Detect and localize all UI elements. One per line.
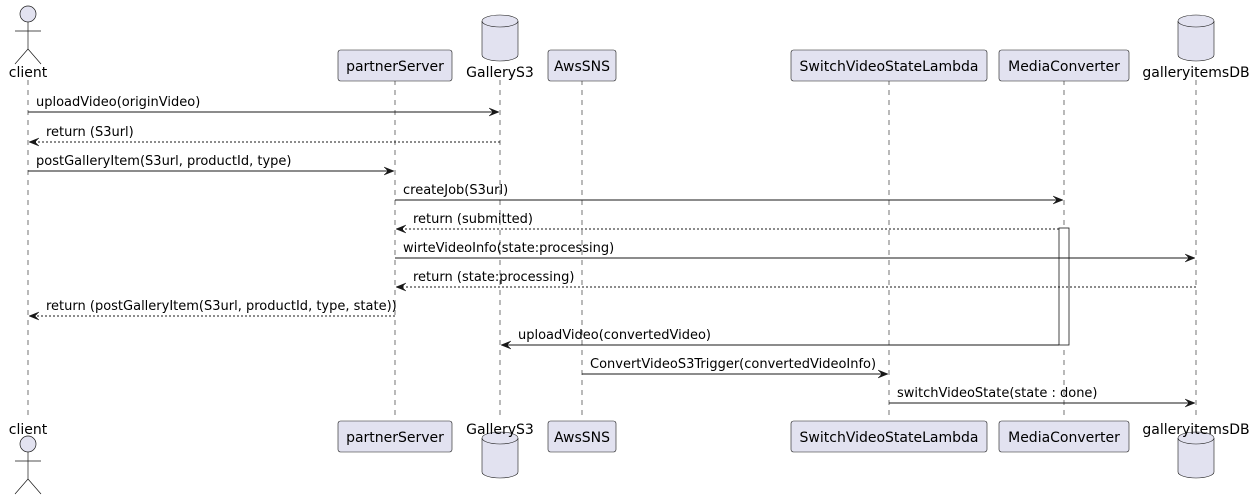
message-8: return (postGalleryItem(S3url, productId… (28, 299, 397, 321)
participant-label: MediaConverter (1008, 59, 1120, 75)
arrowhead-icon (383, 166, 395, 176)
participant-AwsSNS-bottom: AwsSNS (547, 420, 617, 453)
message-label: ConvertVideoS3Trigger(convertedVideoInfo… (590, 357, 876, 372)
participant-SwitchVideoStateLambda-top: SwitchVideoStateLambda (790, 49, 988, 82)
participant-client-top: client (9, 5, 48, 81)
message-7: return (state:processing) (395, 270, 1196, 292)
participant-label: GalleryS3 (466, 422, 534, 438)
message-label: return (S3url) (46, 125, 134, 140)
participant-label: MediaConverter (1008, 430, 1120, 446)
arrowhead-icon (1052, 195, 1064, 205)
participant-label: partnerServer (346, 59, 444, 75)
participant-label: client (9, 422, 48, 438)
participant-box (547, 49, 617, 82)
participant-label: partnerServer (346, 430, 444, 446)
arrowhead-icon (395, 282, 407, 292)
actor-body-icon (14, 452, 42, 495)
arrowhead-icon (1184, 398, 1196, 408)
message-2: return (S3url) (28, 125, 500, 147)
message-5: return (submitted) (395, 212, 1059, 234)
arrowhead-icon (28, 137, 40, 147)
actor-icon (19, 5, 37, 23)
participant-GalleryS3-bottom: GalleryS3 (466, 422, 534, 479)
arrowhead-icon (395, 224, 407, 234)
arrowhead-icon (500, 340, 512, 350)
participant-label: GalleryS3 (466, 65, 534, 81)
message-label: return (postGalleryItem(S3url, productId… (46, 299, 397, 314)
participant-box (337, 420, 453, 453)
participant-box (998, 420, 1130, 453)
arrowhead-icon (488, 107, 500, 117)
message-9: uploadVideo(convertedVideo) (500, 328, 1059, 350)
message-4: createJob(S3url) (395, 183, 1064, 205)
message-label: return (state:processing) (413, 270, 574, 285)
message-label: switchVideoState(state : done) (897, 386, 1098, 401)
database-rim-icon (481, 20, 519, 28)
database-rim-icon (1177, 437, 1215, 445)
message-label: return (submitted) (413, 212, 533, 227)
message-11: switchVideoState(state : done) (889, 386, 1196, 408)
participant-MediaConverter-top: MediaConverter (998, 49, 1130, 82)
participant-label: client (9, 65, 48, 81)
message-label: uploadVideo(originVideo) (36, 95, 200, 110)
actor-body-icon (14, 22, 42, 65)
message-1: uploadVideo(originVideo) (28, 95, 500, 117)
arrowhead-icon (28, 311, 40, 321)
message-label: createJob(S3url) (403, 183, 508, 198)
message-6: wirteVideoInfo(state:processing) (395, 241, 1196, 263)
participant-box (998, 49, 1130, 82)
participant-box (337, 49, 453, 82)
participant-label: SwitchVideoStateLambda (800, 59, 979, 75)
message-label: wirteVideoInfo(state:processing) (403, 241, 614, 256)
participant-label: SwitchVideoStateLambda (800, 430, 979, 446)
message-label: uploadVideo(convertedVideo) (518, 328, 711, 343)
participant-GalleryS3-top: GalleryS3 (466, 14, 534, 81)
message-10: ConvertVideoS3Trigger(convertedVideoInfo… (582, 357, 889, 379)
message-3: postGalleryItem(S3url, productId, type) (28, 154, 395, 176)
participant-AwsSNS-top: AwsSNS (547, 49, 617, 82)
participant-client-bottom: client (9, 422, 48, 495)
participant-label: AwsSNS (554, 59, 610, 75)
participant-label: galleryitemsDB (1142, 65, 1249, 81)
participant-label: galleryitemsDB (1142, 422, 1249, 438)
participant-galleryitemsDB-top: galleryitemsDB (1142, 14, 1250, 81)
actor-icon (19, 435, 37, 453)
participant-partnerServer-bottom: partnerServer (337, 420, 453, 453)
participant-SwitchVideoStateLambda-bottom: SwitchVideoStateLambda (790, 420, 988, 453)
participant-box (790, 49, 988, 82)
participant-label: AwsSNS (554, 430, 610, 446)
participant-MediaConverter-bottom: MediaConverter (998, 420, 1130, 453)
participant-partnerServer-top: partnerServer (337, 49, 453, 82)
arrowhead-icon (1184, 253, 1196, 263)
participant-box (547, 420, 617, 453)
participant-box (790, 420, 988, 453)
participant-galleryitemsDB-bottom: galleryitemsDB (1142, 422, 1250, 479)
message-label: postGalleryItem(S3url, productId, type) (36, 154, 292, 169)
database-rim-icon (1177, 20, 1215, 28)
arrowhead-icon (877, 369, 889, 379)
database-rim-icon (481, 437, 519, 445)
